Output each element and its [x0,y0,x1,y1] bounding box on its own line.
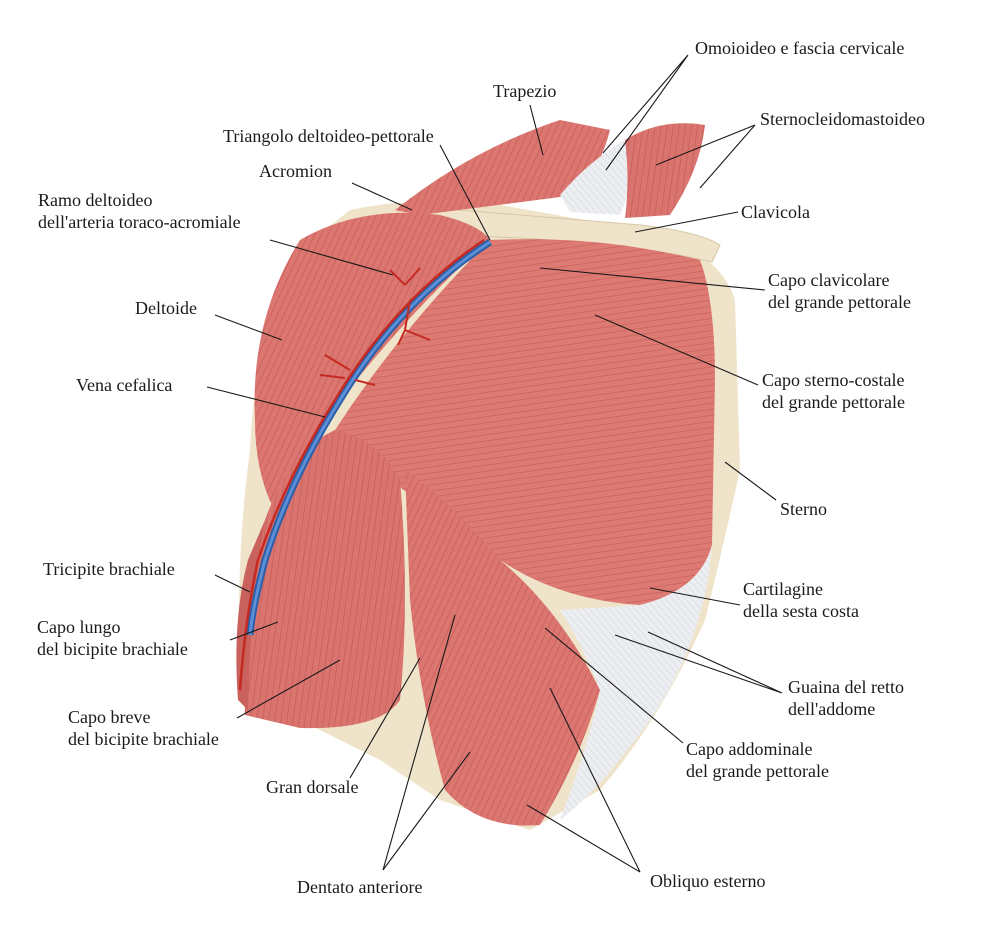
label-acromion: Acromion [259,161,332,181]
deltoid-artery-branches [319,267,431,386]
label-line: dell'addome [788,699,876,719]
cephalic-vein-highlight [248,240,491,636]
label-triangolo: Triangolo deltoideo-pettorale [223,126,434,146]
label-line: dell'arteria toraco-acromiale [38,212,241,232]
label-capo-addominale: Capo addominale del grande pettorale [686,738,829,782]
label-sterno: Sterno [780,499,827,519]
label-line: Capo sterno-costale [762,370,905,390]
label-line: del bicipite brachiale [68,729,219,749]
label-line: del grande pettorale [686,761,829,781]
label-line: Ramo deltoideo [38,190,153,210]
label-line: del grande pettorale [762,392,905,412]
serratus-muscle [405,470,600,826]
label-line: del bicipite brachiale [37,639,188,659]
leader-lines [206,54,783,873]
label-vena-cefalica: Vena cefalica [76,375,173,395]
label-tricipite: Tricipite brachiale [43,559,175,579]
label-omoioideo: Omoioideo e fascia cervicale [695,38,905,58]
rectus-sheath [560,545,712,820]
label-capo-clavicolare: Capo clavicolare del grande pettorale [768,269,911,313]
sternocleidomastoid-muscle [625,123,705,218]
label-line: Guaina del retto [788,677,904,697]
label-line: Capo lungo [37,617,121,637]
label-ramo-deltoideo: Ramo deltoideo dell'arteria toraco-acrom… [38,189,241,233]
label-dentato-anteriore: Dentato anteriore [297,877,423,897]
label-line: Cartilagine [743,579,823,599]
label-capo-sterno-costale: Capo sterno-costale del grande pettorale [762,369,905,413]
label-trapezio: Trapezio [493,81,557,101]
label-line: del grande pettorale [768,292,911,312]
label-line: della sesta costa [743,601,859,621]
label-gran-dorsale: Gran dorsale [266,777,359,797]
label-obliquo-esterno: Obliquo esterno [650,871,766,891]
pectoralis-major-muscle [335,239,715,605]
label-capo-breve: Capo breve del bicipite brachiale [68,706,219,750]
trapezius-muscle [395,120,610,215]
label-capo-lungo: Capo lungo del bicipite brachiale [37,616,188,660]
label-clavicola: Clavicola [741,202,810,222]
label-sternocleidomastoideo: Sternocleidomastoideo [760,109,925,129]
label-line: Capo breve [68,707,151,727]
label-line: Capo clavicolare [768,270,890,290]
label-line: Capo addominale [686,739,813,759]
label-guaina-retto: Guaina del retto dell'addome [788,676,904,720]
label-cartilagine: Cartilagine della sesta costa [743,578,859,622]
label-deltoide: Deltoide [135,298,197,318]
cervical-fascia [560,140,640,215]
